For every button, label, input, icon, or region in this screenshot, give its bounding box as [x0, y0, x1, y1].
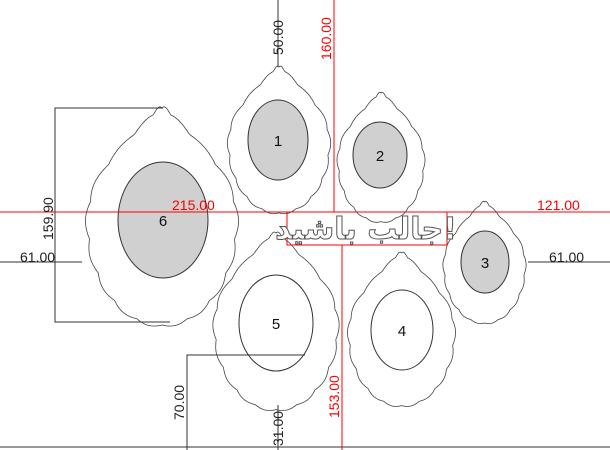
frame-outline [442, 200, 527, 324]
frames-layer: 1 2 3 4 5 6 [85, 65, 527, 411]
frame-glass [247, 99, 309, 181]
frame-3: 3 [442, 200, 527, 324]
label-bottom-left-height: 70.00 [171, 385, 187, 420]
frame-outline [336, 91, 426, 223]
center-text: جالب باشید! [275, 212, 457, 247]
label-bottom-offset: 31.00 [270, 411, 286, 446]
frame-number: 1 [274, 133, 282, 150]
frame-outline [346, 251, 457, 407]
label-top-offset: 50.00 [270, 20, 286, 55]
frame-glass [370, 289, 434, 371]
frame-number: 6 [159, 213, 167, 230]
label-red-top: 160.00 [318, 17, 334, 60]
frame-2: 2 [336, 91, 426, 223]
frame-5: 5 [212, 231, 340, 411]
label-red-bottom: 153.00 [326, 375, 342, 418]
frame-outline [226, 65, 332, 215]
frame-6: 6 [85, 106, 239, 327]
frame-glass [460, 230, 510, 294]
frame-glass [117, 161, 209, 279]
red-labels: 160.00 215.00 121.00 153.00 [172, 17, 580, 418]
label-left-offset: 61.00 [20, 249, 55, 265]
black-labels: 50.00 159.90 61.00 61.00 70.00 31.00 [20, 20, 584, 446]
frame-number: 2 [376, 148, 384, 165]
frame-number: 3 [481, 255, 489, 272]
label-red-right: 121.00 [537, 197, 580, 213]
frame-number: 5 [272, 316, 280, 333]
frame-1: 1 [226, 65, 332, 215]
text-box [286, 211, 448, 246]
frame-outline [85, 106, 239, 327]
label-red-left: 215.00 [172, 197, 215, 213]
dim-bracket-frame6 [54, 107, 170, 323]
frame-glass [238, 274, 314, 372]
frame-number: 4 [398, 323, 406, 340]
label-right-offset: 61.00 [549, 249, 584, 265]
frame-outline [212, 231, 340, 411]
frame-glass [352, 121, 408, 189]
label-frame6-height: 159.90 [40, 197, 56, 240]
frame-4: 4 [346, 251, 457, 407]
dim-bracket-bottom-left [186, 354, 305, 450]
